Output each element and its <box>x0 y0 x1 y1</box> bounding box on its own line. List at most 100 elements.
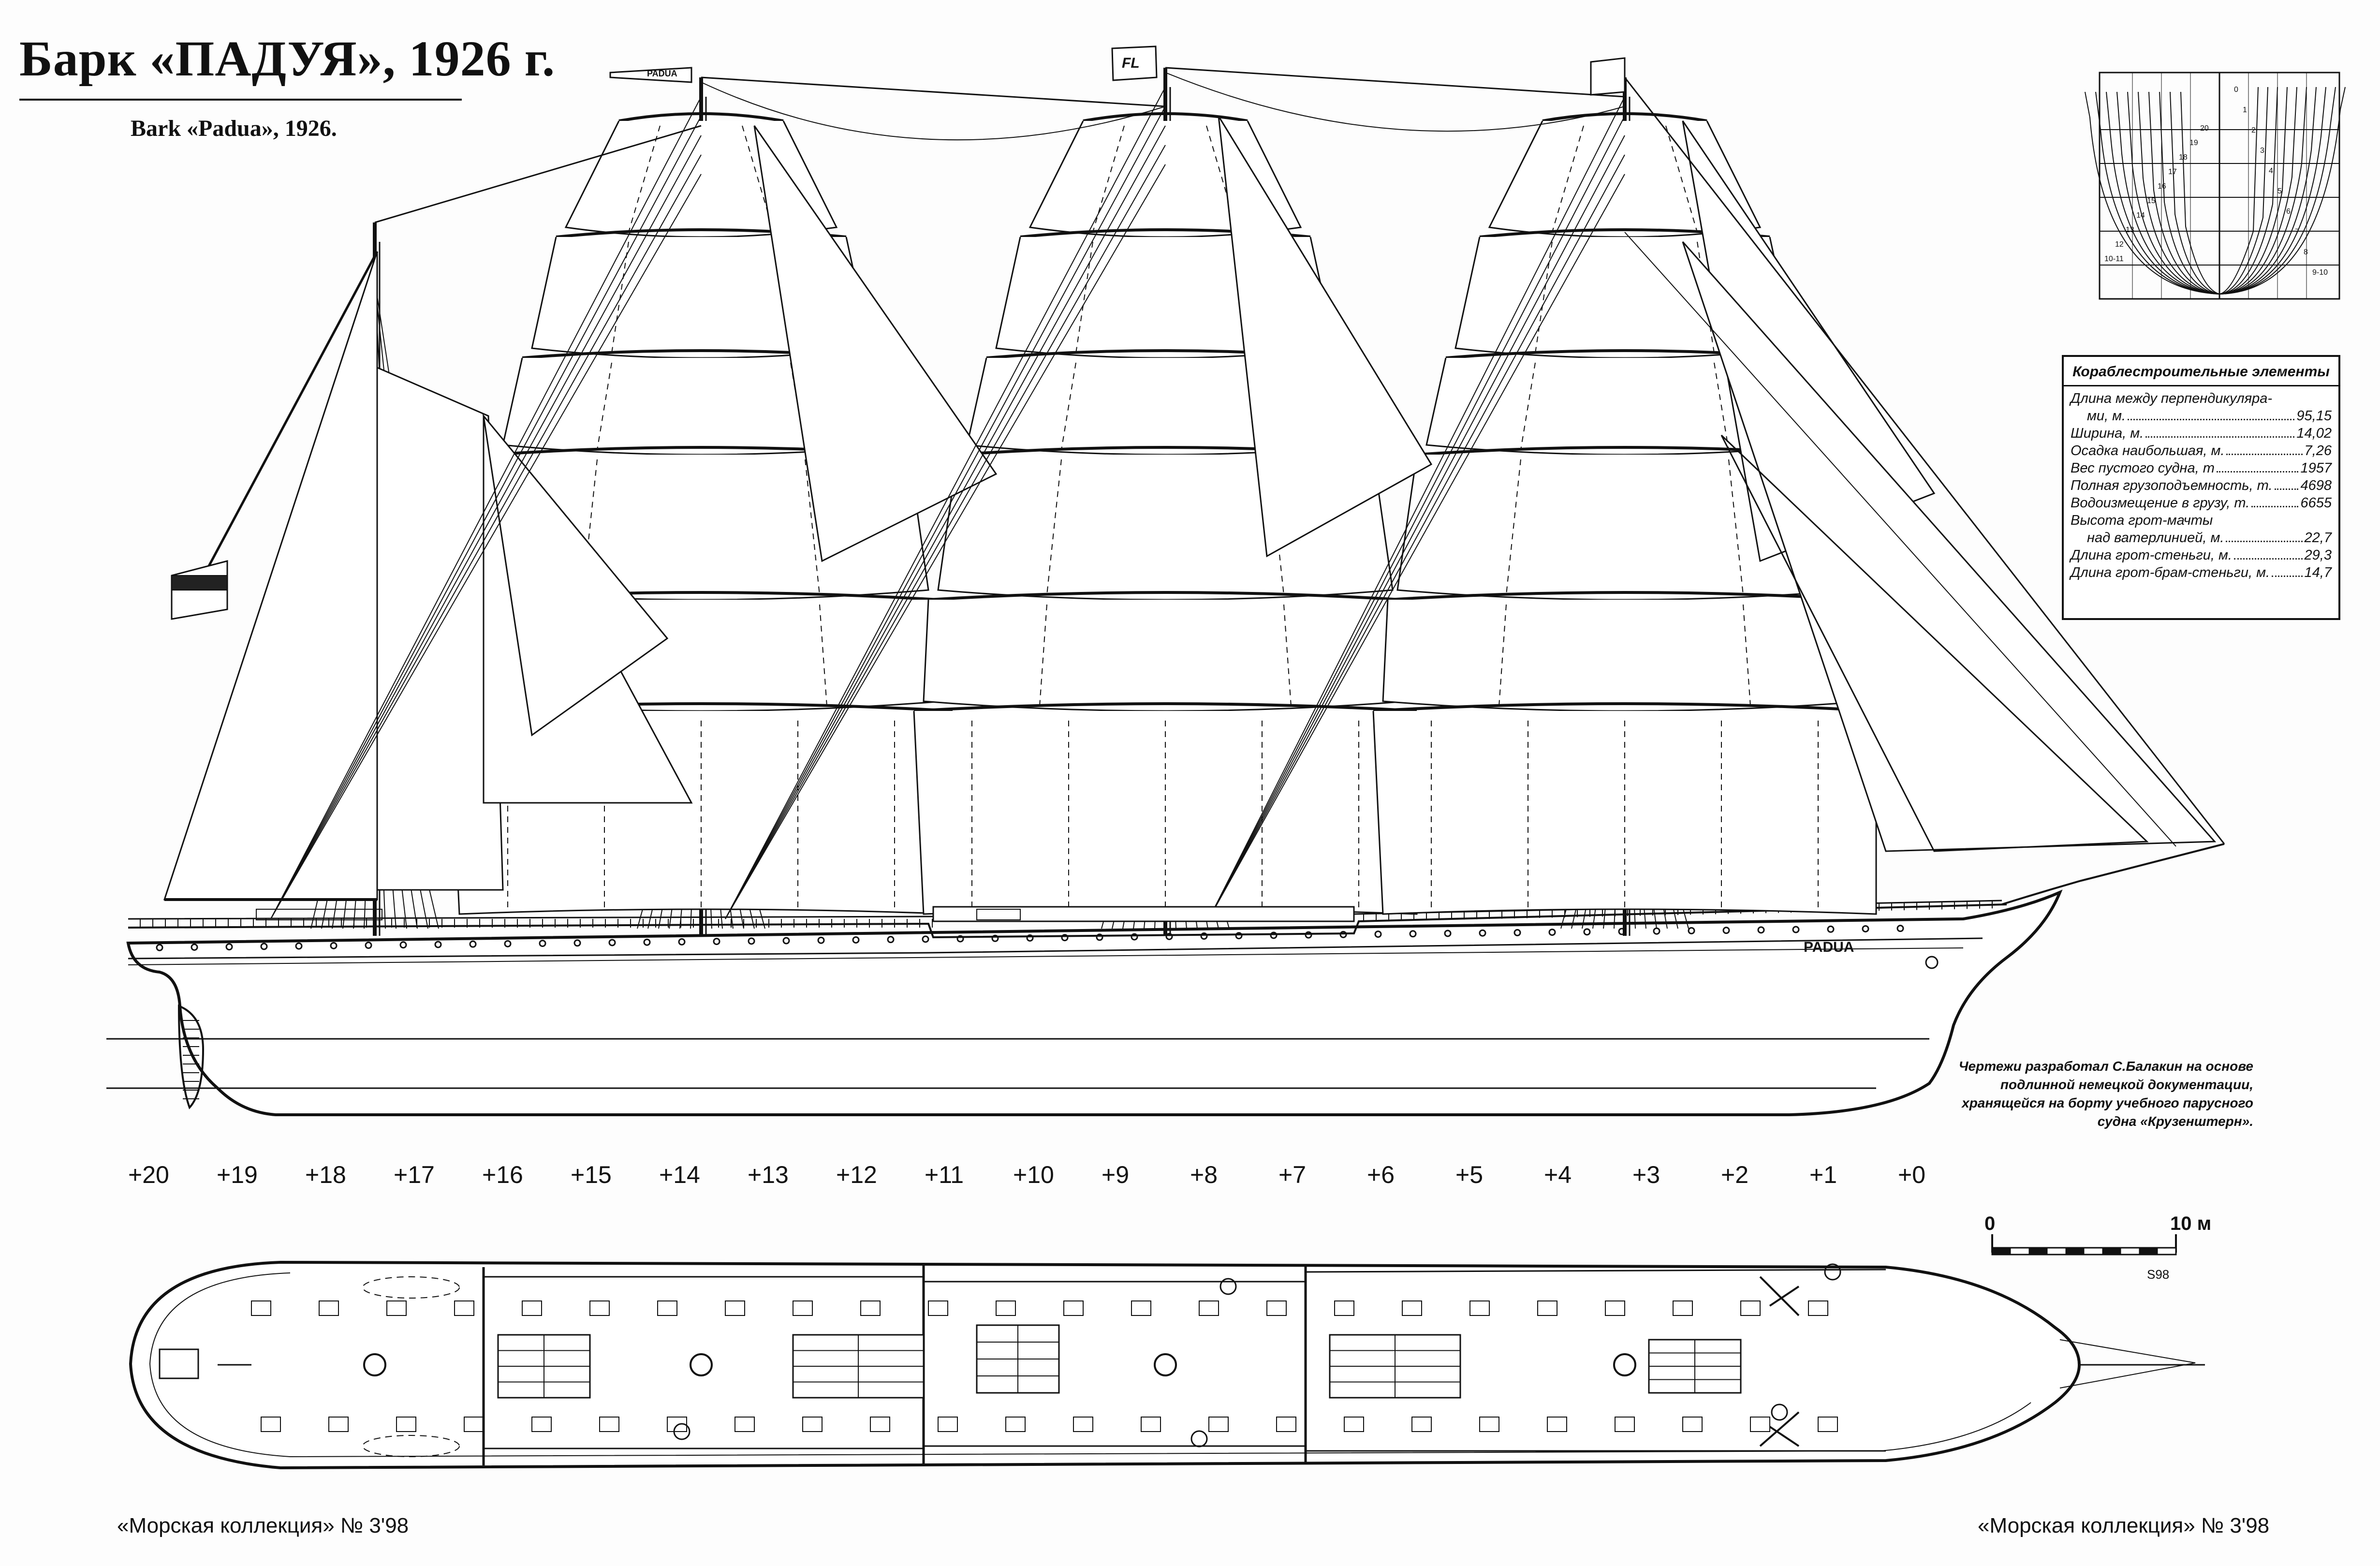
main-stay <box>1165 67 1625 98</box>
porthole <box>852 936 860 944</box>
spec-value: 29,3 <box>2304 547 2332 563</box>
section-line <box>2095 91 2220 295</box>
pennant-flag <box>609 67 692 83</box>
spec-leader <box>2272 576 2303 577</box>
scale-segment <box>2102 1247 2121 1255</box>
bitt <box>1063 1300 1084 1316</box>
porthole <box>991 934 999 942</box>
bitt <box>1547 1417 1567 1432</box>
section-line <box>2219 87 2278 295</box>
main-stay <box>701 76 1166 107</box>
bitt <box>1740 1300 1761 1316</box>
bitt <box>319 1300 339 1316</box>
porthole <box>469 940 477 948</box>
scale-start-label: 0 <box>1984 1213 1996 1234</box>
frame-number: +1 <box>1809 1161 1837 1188</box>
scale-end-label: 10 м <box>2170 1213 2212 1234</box>
spec-value: 7,26 <box>2304 443 2332 458</box>
spec-row: Ширина, м.14,02 <box>2071 424 2332 442</box>
station-label: 5 <box>2277 187 2282 195</box>
porthole <box>573 939 581 947</box>
inner-bulwark <box>149 1272 2031 1458</box>
section-line <box>2170 91 2220 295</box>
spec-row: Длина между перпендикуляра- <box>2071 389 2332 407</box>
porthole <box>1165 932 1173 940</box>
section-line <box>2219 87 2317 295</box>
bowsprit-rigging <box>2059 1339 2196 1389</box>
porthole <box>1896 925 1904 932</box>
staysail <box>753 125 998 562</box>
porthole <box>191 943 198 951</box>
bitt <box>386 1300 407 1316</box>
porthole <box>156 944 163 951</box>
station-label: 16 <box>2158 182 2166 191</box>
section-line <box>2180 91 2220 295</box>
forestay <box>1624 77 2225 844</box>
bitt <box>870 1417 890 1432</box>
bitt <box>1615 1417 1635 1432</box>
section-line <box>2219 87 2326 295</box>
course-sail <box>1372 710 1877 915</box>
mast-step <box>1613 1353 1636 1376</box>
porthole <box>608 939 616 946</box>
backstay <box>270 96 702 919</box>
house-flag-label: FL <box>1122 55 1140 71</box>
skylight <box>976 909 1021 920</box>
bitt <box>1750 1417 1770 1432</box>
spec-row: Длина грот-стеньги, м.29,3 <box>2071 546 2332 563</box>
spec-label: Вес пустого судна, т <box>2071 460 2215 476</box>
backstay <box>1208 116 1625 919</box>
spec-label: Водоизмещение в грузу, т. <box>2071 495 2250 511</box>
bitt <box>1334 1300 1354 1316</box>
frame-number: +20 <box>128 1161 169 1188</box>
porthole <box>1200 932 1208 940</box>
spec-label: Длина грот-брам-стеньги, м. <box>2071 565 2270 580</box>
stay-curve <box>1165 72 1625 132</box>
frame-number: +2 <box>1721 1161 1749 1188</box>
sail-seam <box>1061 362 1076 450</box>
bitt <box>928 1300 948 1316</box>
jib-sail <box>1720 434 2149 852</box>
station-label: 19 <box>2189 139 2198 147</box>
pennant-label: PADUA <box>647 69 677 78</box>
scale-signature: S98 <box>2147 1267 2170 1282</box>
bitt <box>454 1300 474 1316</box>
capstan <box>673 1423 690 1440</box>
porthole <box>1339 931 1347 938</box>
porthole <box>1061 934 1069 942</box>
staysail <box>1218 116 1433 558</box>
sheer-line <box>128 918 1964 944</box>
porthole <box>887 936 895 944</box>
drawing-subtitle: Bark «Padua», 1926. <box>131 116 337 141</box>
station-label: 6 <box>2286 207 2291 216</box>
station-label: 10-11 <box>2104 255 2124 263</box>
spec-label: Длина между перпендикуляра- <box>2071 391 2272 406</box>
square-sail <box>1382 599 1867 712</box>
spec-row: Водоизмещение в грузу, т.6655 <box>2071 494 2332 511</box>
author-note-line: Чертежи разработал С.Балакин на основе <box>1958 1059 2253 1074</box>
frame-number: +0 <box>1898 1161 1926 1188</box>
frame-number: +12 <box>836 1161 877 1188</box>
side-profile <box>106 45 2225 1116</box>
porthole <box>1409 930 1417 938</box>
backstay <box>725 87 1166 919</box>
section-line <box>2116 91 2220 295</box>
anchor <box>1759 1411 1800 1447</box>
frame-number: +5 <box>1455 1161 1484 1188</box>
square-sail <box>1396 454 1853 601</box>
sail-seam <box>611 241 629 354</box>
rubbing-strake <box>128 937 1983 960</box>
frame-number: +16 <box>482 1161 523 1188</box>
author-note-line: подлинной немецкой документации, <box>2000 1077 2253 1092</box>
hull-name-label: PADUA <box>1804 939 1854 955</box>
station-label: 13 <box>2126 226 2134 234</box>
mizzen-stay <box>374 125 702 223</box>
bitt <box>599 1417 619 1432</box>
bitt <box>1073 1417 1093 1432</box>
porthole <box>1688 927 1695 934</box>
backstay <box>270 116 702 919</box>
bitt <box>464 1417 484 1432</box>
sail-seam <box>1092 125 1125 233</box>
bitt <box>657 1300 677 1316</box>
